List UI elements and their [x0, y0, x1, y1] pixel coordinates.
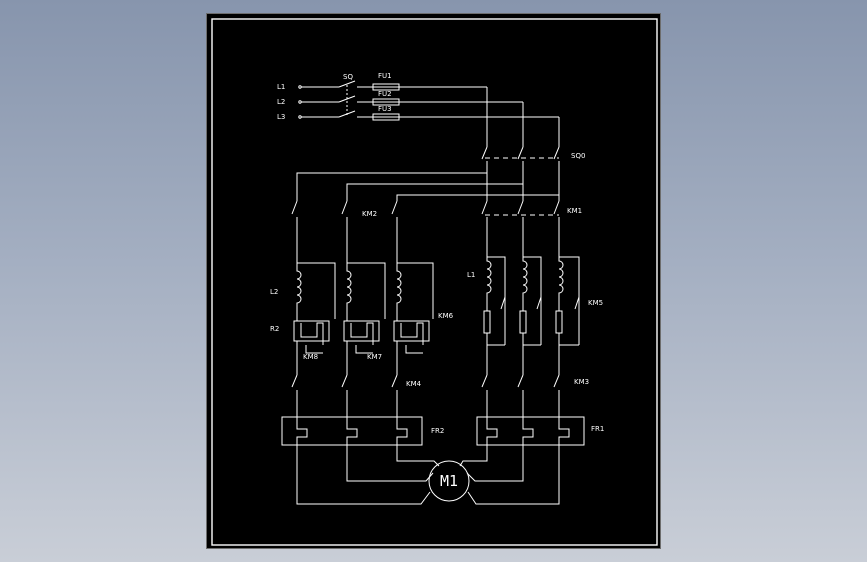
label-km5: KM5: [588, 299, 603, 307]
label-r2: R2: [270, 325, 279, 333]
label-fr1: FR1: [591, 425, 604, 433]
thermal-relay-fr2: [281, 416, 423, 446]
reactor-l1-coils: [483, 256, 580, 375]
motor-wiring: [296, 445, 560, 505]
label-km8: KM8: [303, 353, 318, 361]
sq-switch-symbol: [338, 80, 373, 118]
label-km7: KM7: [367, 353, 382, 361]
label-l2-input: L2: [277, 98, 285, 106]
fuse-symbols: [372, 83, 559, 121]
label-fu3: FU3: [378, 105, 392, 113]
right-phase-bus: [481, 87, 560, 259]
thermal-relay-fr1: [476, 416, 585, 446]
input-lines: [298, 85, 339, 119]
label-l3-input: L3: [277, 113, 285, 121]
label-km3: KM3: [574, 378, 589, 386]
motor-m1-symbol: [428, 460, 470, 502]
label-sq0: SQ0: [571, 152, 585, 160]
label-km4: KM4: [406, 380, 422, 388]
label-l1-input: L1: [277, 83, 285, 91]
reactor-l2-coils: [296, 259, 434, 321]
circuit-diagram: L1 L2 L3 SQ FU1 FU2 FU3 SQ0 KM1 KM2 L1 L…: [211, 18, 658, 546]
label-km2: KM2: [362, 210, 377, 218]
label-fu2: FU2: [378, 90, 392, 98]
label-motor-m1: M1: [440, 472, 458, 490]
label-km6: KM6: [438, 312, 454, 320]
drawing-sheet: L1 L2 L3 SQ FU1 FU2 FU3 SQ0 KM1 KM2 L1 L…: [206, 13, 661, 549]
label-fu1: FU1: [378, 72, 392, 80]
resistor-r2-bank: [293, 320, 430, 375]
label-fr2: FR2: [431, 427, 444, 435]
label-reactor-l1: L1: [467, 271, 475, 279]
label-sq: SQ: [343, 73, 353, 81]
left-phase-bus: [291, 200, 398, 259]
drawing-frame: [211, 18, 658, 546]
km4-km3-contacts: [291, 374, 560, 417]
label-km1: KM1: [567, 207, 582, 215]
left-feed-taps: [296, 172, 559, 201]
label-reactor-l2: L2: [270, 288, 278, 296]
